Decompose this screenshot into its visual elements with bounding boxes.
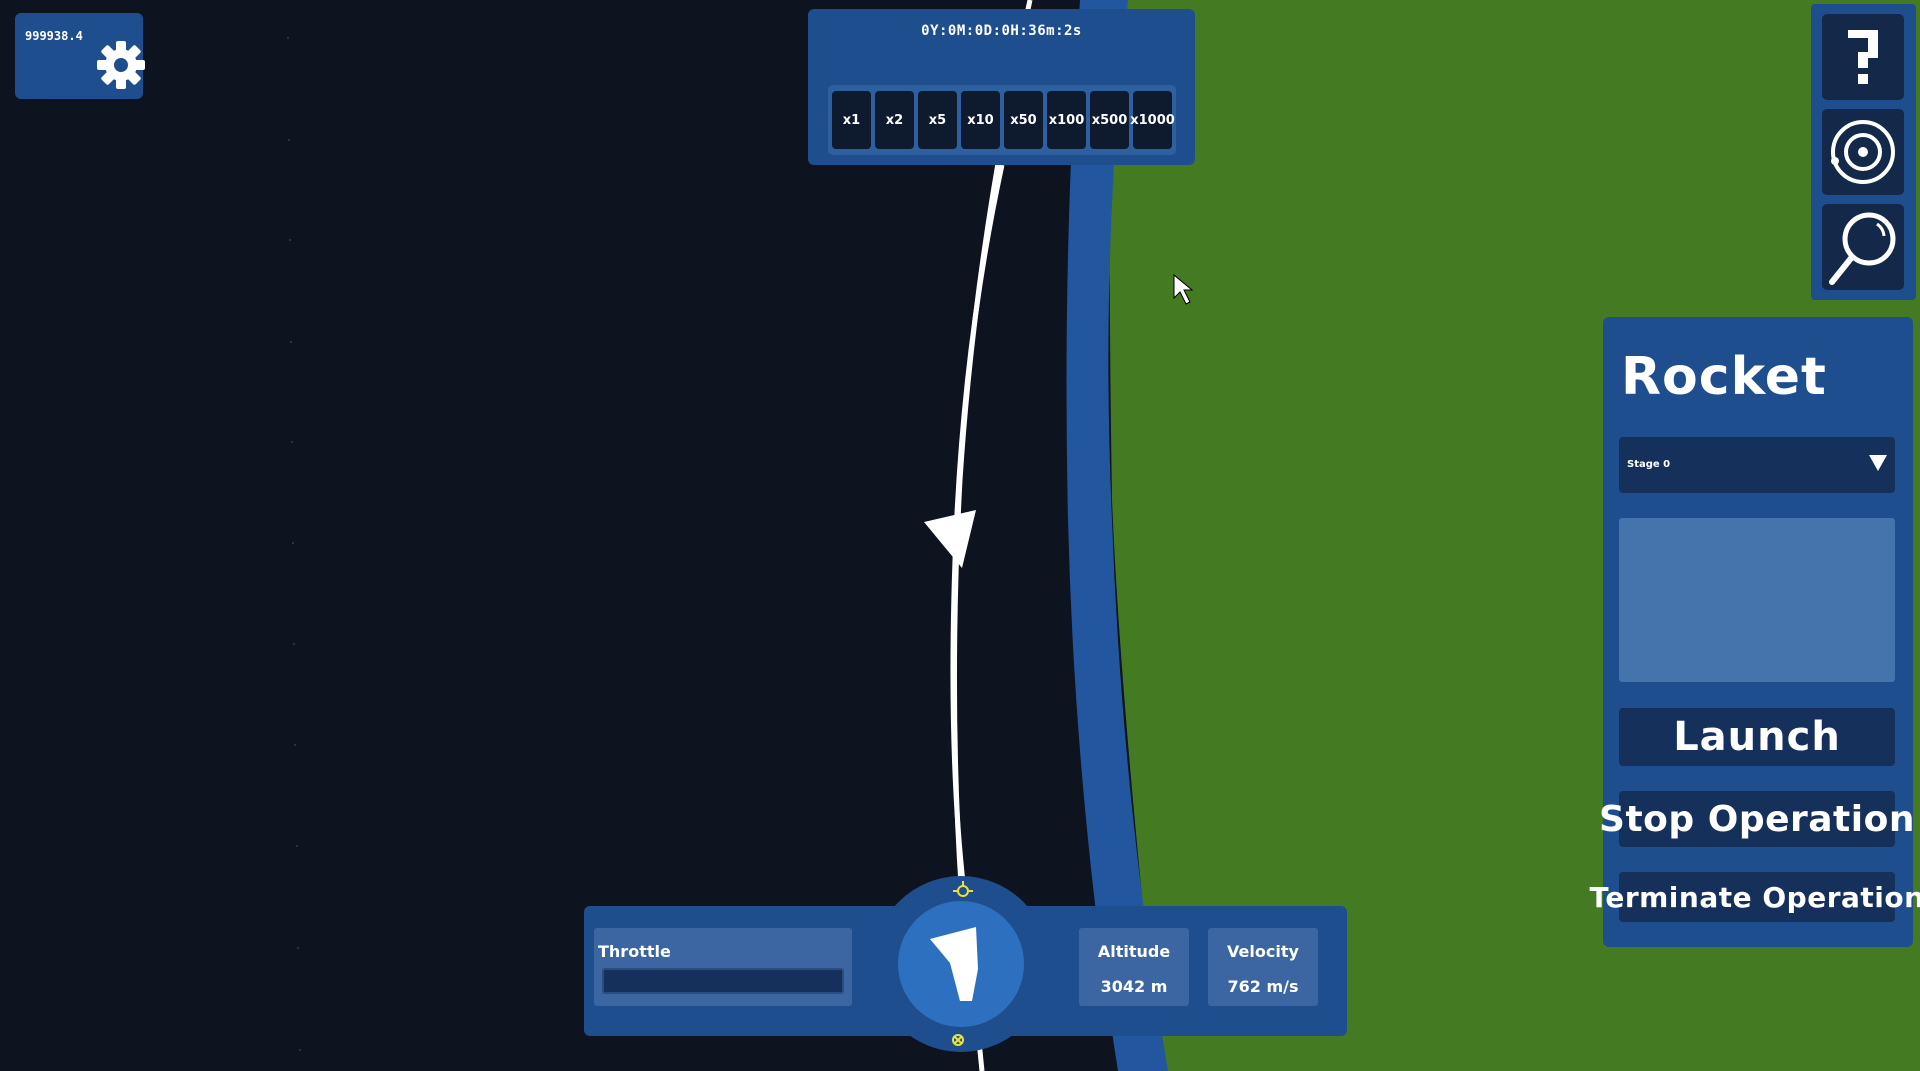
rocket-panel-title: Rocket [1621, 347, 1827, 407]
atmosphere-band [1066, 0, 1168, 1071]
velocity-readout: Velocity 762 m/s [1208, 928, 1318, 1006]
star-field [287, 37, 301, 1051]
warp-x10-button[interactable]: x10 [961, 91, 1000, 149]
tool-icon-bar [1811, 4, 1916, 300]
rocket-panel: Rocket Stage 0 Launch Stop Operation Ter… [1589, 317, 1920, 947]
dropdown-arrow-icon [1869, 455, 1887, 471]
zoom-button[interactable] [1822, 204, 1904, 290]
rocket-heading-icon [930, 927, 978, 1001]
stage-info-area [1619, 518, 1895, 682]
settings-button[interactable] [95, 39, 147, 91]
navball[interactable] [898, 901, 1024, 1027]
zoom-icon [1829, 212, 1896, 285]
throttle-label: Throttle [598, 942, 671, 961]
warp-x1000-button[interactable]: x1000 [1130, 91, 1175, 149]
altitude-value: 3042 m [1100, 977, 1168, 996]
warp-x50-button[interactable]: x50 [1004, 91, 1043, 149]
time-warp-controls: x1 x2 x5 x10 x50 x100 x500 x1000 [828, 85, 1176, 155]
altitude-readout: Altitude 3042 m [1079, 928, 1189, 1006]
orbit-direction-arrow [924, 510, 976, 568]
warp-x5-button[interactable]: x5 [918, 91, 957, 149]
altitude-label: Altitude [1097, 942, 1171, 961]
money-counter: 999938.4 [25, 29, 83, 43]
money-panel: 999938.4 [15, 13, 145, 99]
velocity-value: 762 m/s [1227, 977, 1299, 996]
warp-x2-button[interactable]: x2 [875, 91, 914, 149]
warp-x1-button[interactable]: x1 [832, 91, 871, 149]
launch-button[interactable]: Launch [1619, 708, 1895, 766]
retrograde-marker-icon [952, 1034, 964, 1046]
gear-icon [97, 41, 145, 89]
warp-x500-button[interactable]: x500 [1090, 91, 1129, 149]
throttle-control: Throttle [594, 928, 852, 1006]
stage-selected-label: Stage 0 [1627, 459, 1671, 470]
prograde-marker-icon [953, 881, 973, 897]
velocity-label: Velocity [1227, 942, 1299, 961]
help-button[interactable] [1822, 14, 1904, 100]
warp-x100-button[interactable]: x100 [1047, 91, 1086, 149]
mission-clock: 0Y:0M:0D:0H:36m:2s [921, 23, 1082, 39]
terminate-operation-button[interactable]: Terminate Operation [1589, 872, 1920, 922]
cursor-icon [1173, 273, 1194, 305]
stage-dropdown[interactable]: Stage 0 [1619, 437, 1895, 493]
orbit-icon [1831, 120, 1895, 184]
time-panel: 0Y:0M:0D:0H:36m:2s x1 x2 x5 x10 x50 x100… [808, 9, 1195, 165]
throttle-slider[interactable] [602, 968, 844, 994]
stop-operation-button[interactable]: Stop Operation [1599, 791, 1914, 847]
help-icon [1848, 30, 1878, 84]
orbit-view-button[interactable] [1822, 109, 1904, 195]
